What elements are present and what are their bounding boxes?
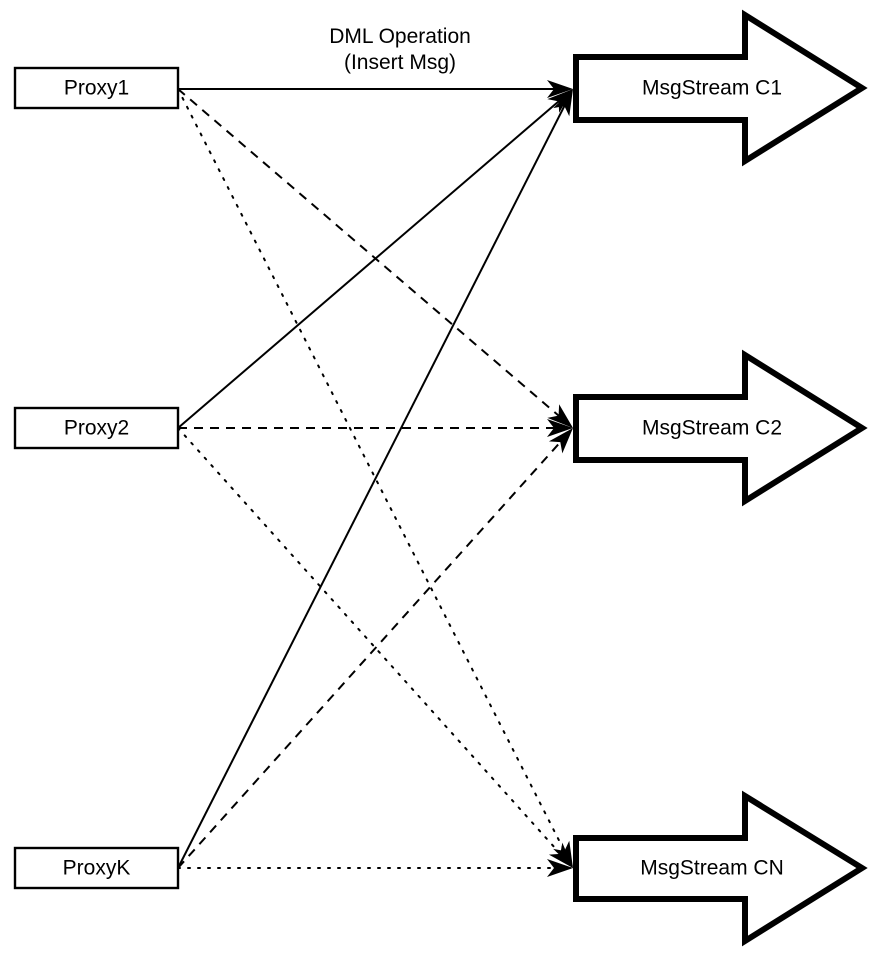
proxy-node-proxy1[interactable]: Proxy1 [13,66,180,110]
msgstream-label-stream_c1: MsgStream C1 [642,77,782,100]
proxy-box-proxyk[interactable] [13,846,180,890]
proxy-label-proxy2: Proxy2 [64,417,129,440]
msgstream-label-stream_cn: MsgStream CN [640,857,784,880]
connector-layer [177,88,573,869]
arrowhead-proxyK-to-c1 [553,89,573,117]
proxy-node-proxyk[interactable]: ProxyK [13,846,180,890]
arrowhead-proxyK-to-cn [547,859,573,877]
arrowhead-proxy1-to-c1 [547,80,573,98]
arrowhead-proxyK-to-c2 [548,428,573,454]
msgstream-node-stream_cn[interactable]: MsgStream CN [573,790,868,947]
msgstream-label-stream_c2: MsgStream C2 [642,417,782,440]
arrowhead-proxy2-to-cn [548,842,573,868]
arrowhead-proxy1-to-c2 [547,404,573,428]
connector-proxy1-to-cn [177,88,573,867]
block-arrow-stream_c1[interactable] [573,9,868,167]
edge-caption: DML Operation (Insert Msg) [329,25,471,74]
msgstream-node-stream_c1[interactable]: MsgStream C1 [573,9,868,167]
arrowhead-proxy2-to-c2 [547,419,573,437]
proxy-label-proxyk: ProxyK [63,857,131,880]
block-arrow-stream_c2[interactable] [573,349,868,507]
proxy-node-proxy2[interactable]: Proxy2 [13,406,180,450]
connector-proxy2-to-cn [177,427,572,867]
connector-proxy2-to-c1 [177,90,572,429]
arrowhead-layer [547,80,573,877]
proxy-box-proxy1[interactable] [13,66,180,110]
edge-caption-line-1: DML Operation [329,25,471,48]
msgstream-node-stream_c2[interactable]: MsgStream C2 [573,349,868,507]
arrowhead-proxy2-to-c1 [547,89,573,113]
proxy-label-proxy1: Proxy1 [64,77,129,100]
block-arrow-stream_cn[interactable] [573,790,868,947]
connector-proxy1-to-c2 [177,88,572,427]
connector-proxyK-to-c1 [177,91,573,869]
connector-proxyK-to-c2 [177,429,572,869]
edge-caption-line-2: (Insert Msg) [344,51,456,74]
proxy-box-proxy2[interactable] [13,406,180,450]
msgstream-node-layer: MsgStream C1 MsgStream C2 MsgStream CN [573,9,868,947]
